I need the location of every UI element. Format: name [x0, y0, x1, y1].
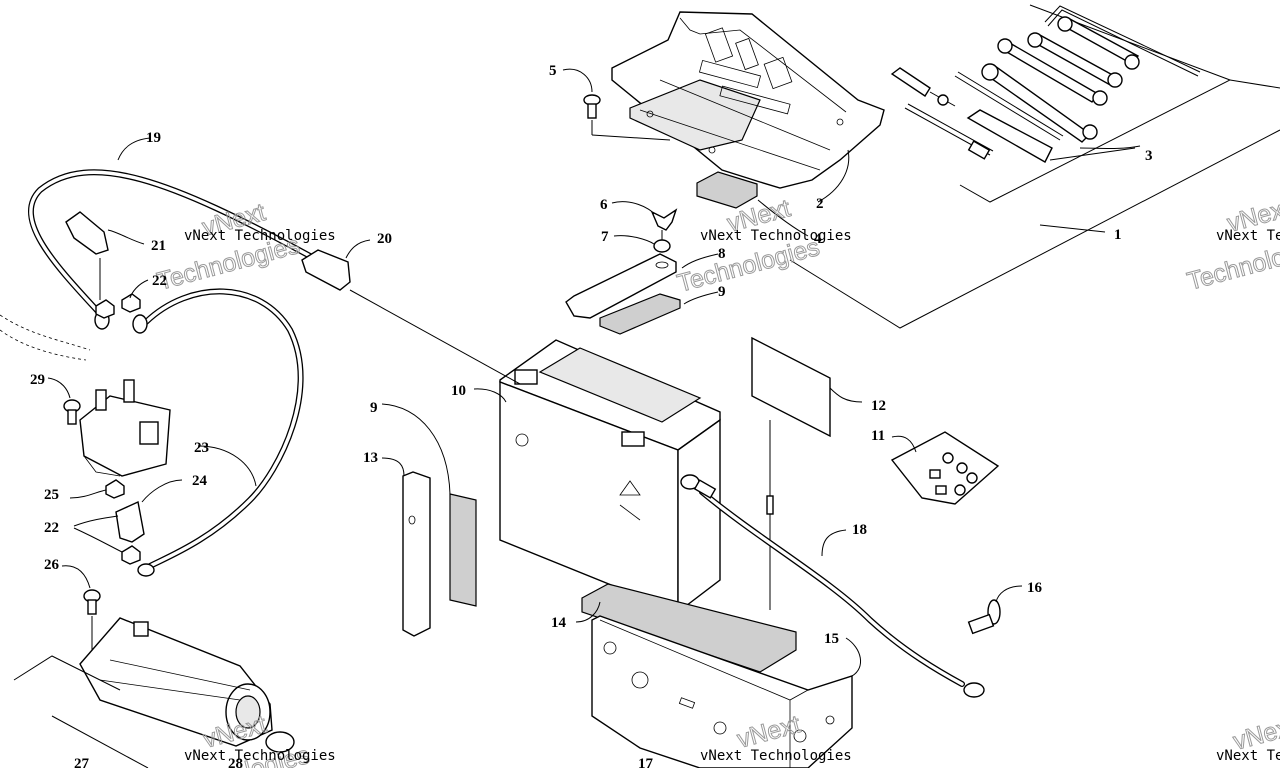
foam-pad-9-upper: [599, 293, 681, 335]
battery-label-12: [751, 336, 831, 438]
callout-12: 12: [871, 398, 886, 414]
callout-14: 14: [551, 615, 567, 631]
callout-16: 16: [1027, 580, 1043, 596]
callout-8: 8: [718, 246, 726, 262]
foam-pad-4: [696, 171, 758, 209]
tools-set: [890, 5, 1201, 163]
callout-11: 11: [871, 428, 885, 444]
callout-26: 26: [44, 557, 60, 573]
callout-21: 21: [151, 238, 166, 254]
callout-18: 18: [852, 522, 867, 538]
screw-26: [83, 589, 101, 650]
watermark-text: vNext Technologies: [1216, 228, 1280, 244]
callout-3: 3: [1145, 148, 1153, 164]
callout-20: 20: [377, 231, 392, 247]
washer-7: [653, 239, 671, 253]
strap-13: [402, 471, 431, 637]
bracket-27-lines: [13, 655, 121, 691]
screw-29: [63, 399, 81, 425]
watermark-text: vNext Technologies: [1216, 748, 1280, 764]
callout-28: 28: [228, 756, 243, 768]
callout-4: 4: [814, 231, 822, 247]
leader-lines: [47, 68, 1141, 677]
nut-25: [105, 479, 125, 499]
foam-pad-9-lower: [449, 493, 477, 607]
callout-25: 25: [44, 487, 59, 503]
hardware-kit-11: [890, 431, 1000, 505]
battery-10: [499, 339, 721, 614]
starter-motor-28: [79, 617, 295, 753]
bolt-16: [967, 599, 1001, 635]
nut-22-upper: [95, 293, 141, 319]
solenoid: [79, 379, 171, 477]
callout-27: 27: [74, 756, 90, 768]
hold-down-strap-8: [565, 253, 677, 319]
watermark-text: vNext Technologies: [700, 748, 852, 764]
callout-22-lower: 22: [44, 520, 59, 536]
watermark-text: vNext Technologies: [184, 748, 336, 764]
nut-22-lower: [121, 545, 141, 565]
boot-21: [65, 211, 109, 255]
battery-tray-15: [591, 615, 853, 768]
callout-9-upper: 9: [718, 284, 726, 300]
watermark-text: vNext Technologies: [184, 228, 336, 244]
callout-1: 1: [1114, 227, 1122, 243]
callout-24: 24: [192, 473, 208, 489]
wing-nut-6: [650, 208, 678, 231]
callout-17: 17: [638, 756, 654, 768]
callout-5: 5: [549, 63, 557, 79]
boot-24: [115, 500, 145, 543]
callout-7: 7: [601, 229, 609, 245]
callout-23: 23: [194, 440, 209, 456]
callout-9-lower: 9: [370, 400, 378, 416]
callout-6: 6: [600, 197, 608, 213]
callout-13: 13: [363, 450, 378, 466]
callout-2: 2: [816, 196, 824, 212]
callout-19: 19: [146, 130, 161, 146]
watermark-text: vNext Technologies: [700, 228, 852, 244]
callout-29: 29: [30, 372, 45, 388]
battery-cable-18: [680, 474, 985, 698]
callout-22-upper: 22: [152, 273, 167, 289]
cable-23: [132, 288, 304, 577]
callout-15: 15: [824, 631, 839, 647]
foam-pad-14: [581, 583, 797, 673]
callout-10: 10: [451, 383, 466, 399]
tool-tray: [611, 11, 885, 189]
callout-labels: 1 2 3 4 5 6 7 8 9 9 10 11 12 13 14 15 16…: [30, 63, 1153, 768]
boot-20: [301, 249, 351, 291]
screw-5: [583, 94, 671, 141]
